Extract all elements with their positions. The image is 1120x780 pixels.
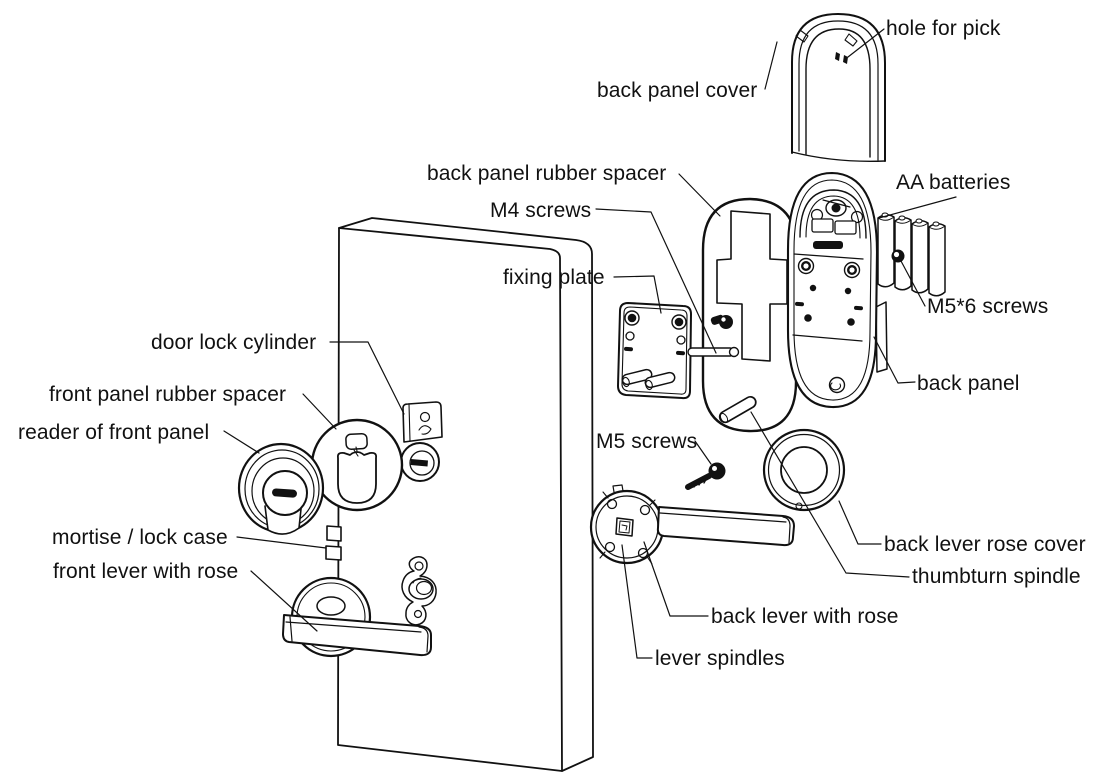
label-back-lever-with-rose: back lever with rose	[711, 605, 899, 628]
leader-front-panel-rubber-spacer	[302, 393, 337, 430]
battery-4	[928, 221, 946, 297]
label-back-panel-cover: back panel cover	[597, 79, 758, 102]
label-m4-screws: M4 screws	[490, 199, 592, 222]
back-lever-rose-cover	[762, 428, 846, 512]
label-back-panel-rubber-spacer: back panel rubber spacer	[427, 162, 667, 185]
reader-of-front-panel	[237, 442, 325, 535]
back-panel-cover	[791, 13, 886, 162]
label-back-lever-rose-cover: back lever rose cover	[884, 533, 1086, 556]
back-lever-with-rose	[589, 484, 795, 565]
label-lever-spindles: lever spindles	[655, 647, 785, 670]
leader-back-lever-with-rose	[643, 541, 709, 617]
leader-m5-screws	[694, 440, 712, 465]
back-panel	[786, 171, 888, 409]
thumbturn-escutcheon	[401, 556, 437, 626]
front-lever-with-rose	[282, 576, 432, 658]
front-panel-rubber-spacer	[310, 418, 404, 512]
mortise-lock-case	[325, 525, 342, 561]
label-m5-screws: M5 screws	[596, 430, 698, 453]
leader-aa-batteries	[878, 196, 957, 219]
leader-fixing-plate	[613, 275, 662, 314]
leader-back-panel	[873, 336, 916, 384]
leader-m4-screws	[595, 208, 717, 354]
label-aa-batteries: AA batteries	[896, 171, 1011, 194]
leader-lines	[223, 28, 957, 659]
leader-back-panel-rubber-spacer	[678, 173, 721, 217]
leader-m5x6-screws	[900, 260, 926, 307]
label-m5x6-screws: M5*6 screws	[927, 295, 1049, 318]
label-thumbturn-spindle: thumbturn spindle	[912, 565, 1081, 588]
label-front-lever-with-rose: front lever with rose	[53, 560, 239, 583]
m4-screws	[687, 314, 740, 358]
label-fixing-plate: fixing plate	[503, 266, 605, 289]
leader-lever-spindles	[621, 544, 653, 659]
m5-screw	[685, 462, 726, 490]
leader-door-lock-cylinder	[329, 341, 405, 415]
battery-3	[911, 218, 929, 294]
label-door-lock-cylinder: door lock cylinder	[151, 331, 317, 354]
door-lock-cylinder	[400, 401, 443, 482]
battery-1	[877, 212, 895, 288]
label-back-panel: back panel	[917, 372, 1020, 395]
fixing-plate	[617, 302, 692, 400]
thumbturn-spindle	[718, 395, 757, 424]
label-reader-of-front-panel: reader of front panel	[18, 421, 210, 444]
leader-thumbturn-spindle	[750, 411, 910, 578]
leader-front-lever-with-rose	[250, 570, 318, 632]
label-front-panel-rubber-spacer: front panel rubber spacer	[49, 383, 287, 406]
leader-back-lever-rose-cover	[838, 500, 882, 545]
leader-back-panel-cover	[764, 41, 778, 90]
leader-mortise-lock-case	[236, 536, 327, 549]
m5x6-screw	[891, 249, 905, 263]
leader-reader-of-front-panel	[223, 430, 260, 454]
aa-batteries	[877, 212, 946, 297]
label-mortise-lock-case: mortise / lock case	[52, 526, 228, 549]
leader-hole-for-pick	[847, 28, 885, 58]
label-hole-for-pick: hole for pick	[886, 17, 1001, 40]
